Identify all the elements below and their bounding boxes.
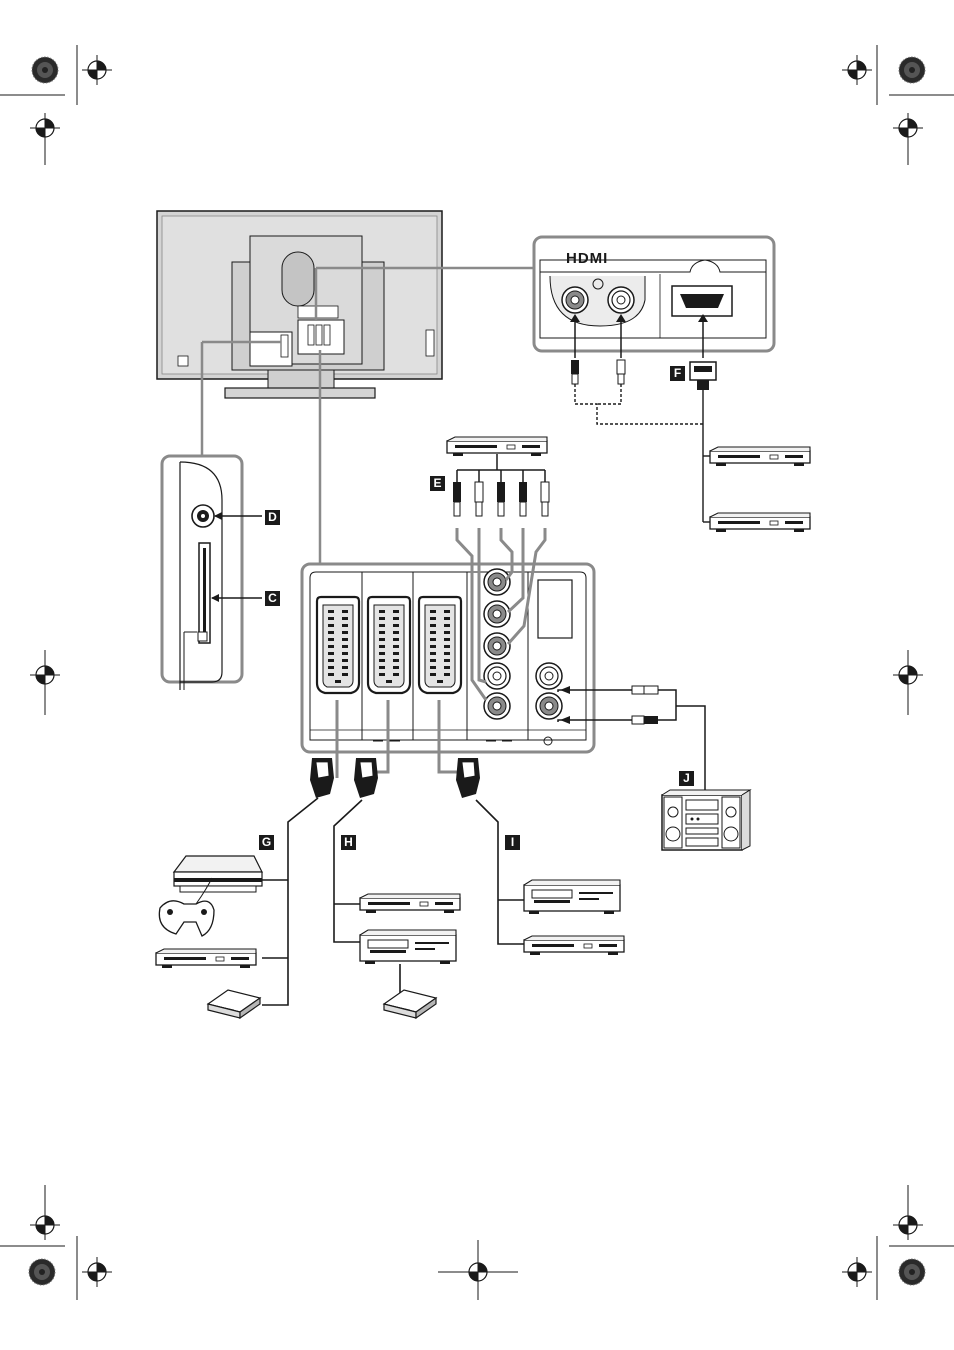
decoder-icon	[384, 990, 436, 1018]
label-j: J	[679, 771, 694, 786]
game-console-icon	[174, 856, 262, 892]
dvd-player-icon	[524, 936, 624, 955]
vcr-icon	[360, 930, 456, 964]
tv-rear	[157, 211, 442, 398]
rear-connector-panel	[302, 350, 594, 752]
label-d: D	[265, 510, 280, 525]
dvd-player-icon	[360, 894, 460, 913]
decoder-icon	[208, 990, 260, 1018]
dvd-player-icon	[710, 447, 810, 532]
rca-plug-icon	[453, 482, 549, 516]
hdmi-cable-run	[575, 384, 712, 522]
component-cables	[457, 454, 545, 482]
dvd-player-icon	[156, 949, 256, 968]
rca-plug-icon	[571, 360, 625, 384]
label-e: E	[430, 476, 445, 491]
label-i: I	[505, 835, 520, 850]
hdmi-plug-icon	[690, 362, 716, 390]
hifi-system-icon	[662, 790, 750, 850]
label-c: C	[265, 591, 280, 606]
dvd-player-icon	[447, 437, 547, 456]
label-g: G	[259, 835, 274, 850]
vcr-icon	[524, 880, 620, 914]
label-h: H	[341, 835, 356, 850]
label-f: F	[670, 366, 685, 381]
hdmi-logo: HDMI	[566, 250, 608, 267]
